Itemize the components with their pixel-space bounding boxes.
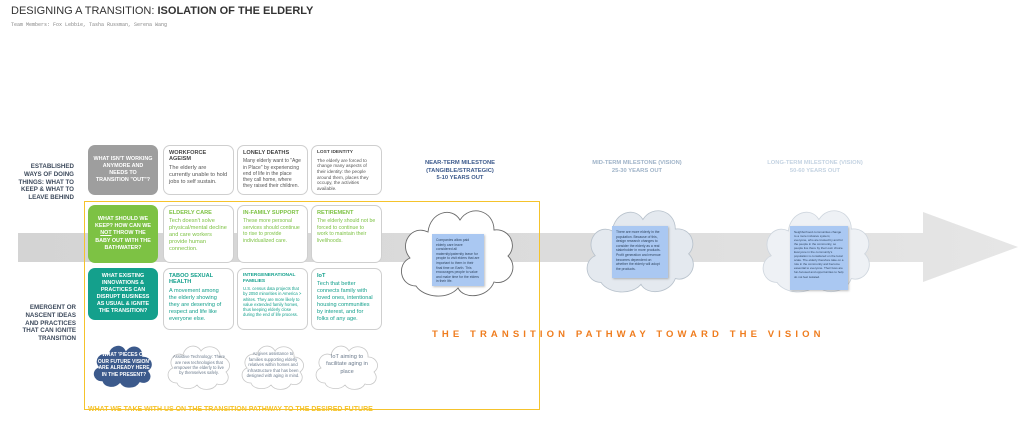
card-title: LONELY DEATHS: [243, 150, 290, 156]
cloud-text-assistive: Assistive Technology: There are new tech…: [173, 354, 225, 376]
milestone-long-term: LONG-TERM MILESTONE (VISION) 50-60 YEARS…: [765, 160, 865, 175]
transition-pathway-label: THE TRANSITION PATHWAY TOWARD THE VISION: [432, 329, 825, 340]
question-innovations: WHAT EXISTING INNOVATIONS & PRACTICES CA…: [88, 268, 158, 320]
milestone-mid-term: MID-TERM MILESTONE (VISION) 25-30 YEARS …: [592, 160, 682, 175]
cloud-text-iot: IoT aiming to facilitate aging in place: [326, 354, 368, 375]
card-intergenerational-families: INTERGENERATIONAL FAMILIES U.S. census d…: [237, 268, 308, 330]
milestone-near-term: NEAR-TERM MILESTONE (TANGIBLE/STRATEGIC)…: [410, 160, 510, 183]
card-title: RETIREMENT: [317, 210, 354, 216]
near-term-note: Companies allow paid elderly care leave …: [432, 234, 484, 286]
card-iot: IoT Tech that better connects family wit…: [311, 268, 382, 330]
row-label-emergent: EMERGENT OR NASCENT IDEAS AND PRACTICES …: [22, 304, 76, 342]
q2-text-a: WHAT SHOULD WE KEEP? HOW CAN WE: [94, 216, 151, 230]
cloud-ai-assistance: [241, 345, 304, 390]
milestone-title: MID-TERM MILESTONE (VISION): [592, 160, 682, 166]
question-what-to-keep: WHAT SHOULD WE KEEP? HOW CAN WE NOT THRO…: [88, 205, 158, 263]
card-body: A movement among the elderly showing the…: [169, 287, 222, 322]
card-body: Tech that better connects family with lo…: [317, 281, 373, 323]
future-vision-cloud: [92, 344, 154, 390]
cloud-text-ai: AI gives assistance to families supporti…: [246, 351, 300, 379]
card-taboo-sexual-health: TABOO SEXUAL HEALTH A movement among the…: [163, 268, 234, 330]
question-not-working: WHAT ISN'T WORKING ANYMORE AND NEEDS TO …: [88, 145, 158, 195]
mid-term-note: There are more elderly in the population…: [612, 226, 668, 278]
card-body: Tech doesn't solve physical/mental decli…: [169, 218, 227, 253]
card-body: The elderly should not be forced to cont…: [317, 218, 376, 244]
title-prefix: DESIGNING A TRANSITION:: [11, 5, 158, 17]
row-label-established: ESTABLISHED WAYS OF DOING THINGS: WHAT T…: [18, 163, 74, 201]
card-title: LOST IDENTITY: [317, 150, 353, 155]
q2-text-not: NOT: [100, 230, 112, 237]
milestone-years: 25-30 YEARS OUT: [611, 167, 663, 174]
card-body: The elderly are forced to change many as…: [317, 157, 369, 192]
card-title: IN-FAMILY SUPPORT: [243, 210, 299, 216]
milestone-years: 5-10 YEARS OUT: [436, 175, 484, 182]
card-title: IoT: [317, 273, 326, 279]
page-title: DESIGNING A TRANSITION: ISOLATION OF THE…: [11, 5, 313, 17]
cloud-assistive-tech: [167, 345, 230, 390]
card-body: Many elderly want to "Age in Place" by e…: [243, 158, 301, 190]
transition-arrow: [18, 212, 1018, 282]
take-with-us-frame: [84, 201, 540, 410]
long-term-note: Neighborhood communities change to a mor…: [790, 226, 848, 290]
team-members: Team Members: Fox Lebbie, Tasha Russman,…: [11, 22, 168, 28]
card-title: TABOO SEXUAL HEALTH: [169, 273, 213, 286]
title-bold: ISOLATION OF THE ELDERLY: [157, 5, 314, 17]
milestone-title: LONG-TERM MILESTONE (VISION): [767, 160, 863, 166]
q2-text-b: THROW THE BABY OUT WITH THE BATHWATER?: [95, 230, 151, 251]
card-body: The elderly are currently unable to hold…: [169, 164, 228, 185]
card-body: These more personal services should cont…: [243, 218, 300, 244]
card-title: ELDERLY CARE: [169, 210, 212, 216]
card-elderly-care: ELDERLY CARE Tech doesn't solve physical…: [163, 205, 234, 263]
card-title: WORKFORCE AGEISM: [169, 150, 207, 163]
cloud-iot-aging: [315, 345, 378, 390]
card-in-family-support: IN-FAMILY SUPPORT These more personal se…: [237, 205, 308, 263]
milestone-years: 50-60 YEARS OUT: [789, 167, 841, 174]
take-with-us-label: WHAT WE TAKE WITH US ON THE TRANSITION P…: [88, 406, 373, 413]
milestone-title: NEAR-TERM MILESTONE (TANGIBLE/STRATEGIC): [424, 160, 496, 174]
card-lost-identity: LOST IDENTITY The elderly are forced to …: [311, 145, 382, 195]
card-lonely-deaths: LONELY DEATHS Many elderly want to "Age …: [237, 145, 308, 195]
card-title: INTERGENERATIONAL FAMILIES: [243, 273, 296, 284]
card-body: U.S. census data projects that by 2050 m…: [243, 286, 302, 318]
card-workforce-ageism: WORKFORCE AGEISM The elderly are current…: [163, 145, 234, 195]
question-future-vision: WHAT 'PIECES OF OUR FUTURE VISION' ARE A…: [97, 352, 151, 378]
card-retirement: RETIREMENT The elderly should not be for…: [311, 205, 382, 263]
